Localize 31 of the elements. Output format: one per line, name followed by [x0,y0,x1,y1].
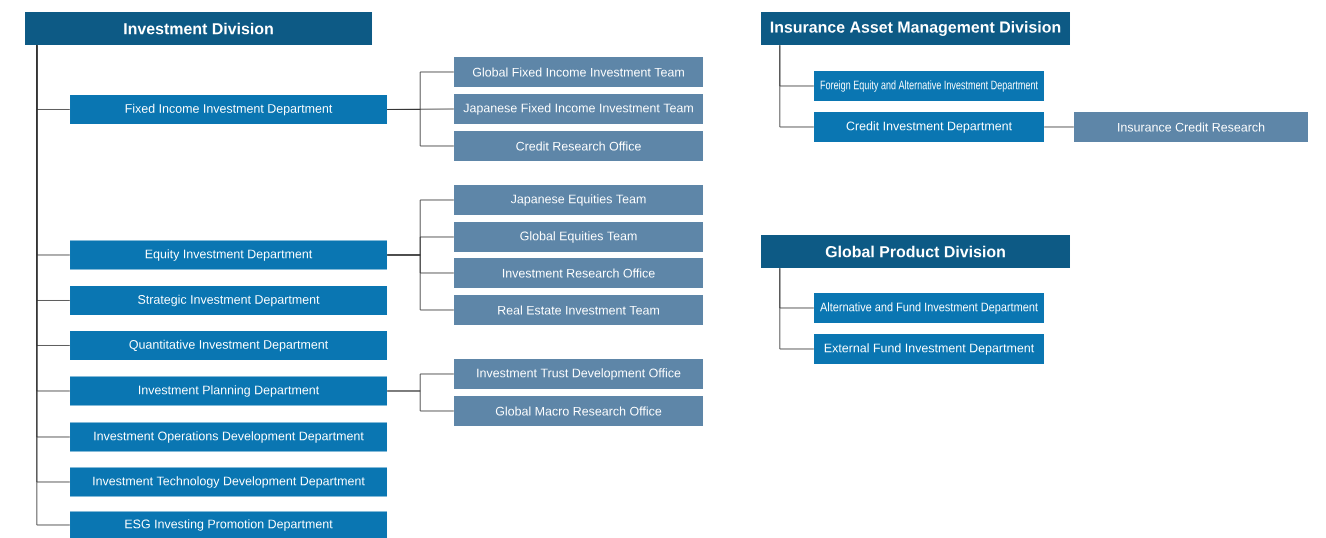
connector-line [1043,126,1075,128]
team-box: Global Macro Research Office [454,396,703,426]
team-box: Credit Research Office [454,131,703,161]
team-box: Real Estate Investment Team [454,295,703,325]
division-header: Investment Division [25,12,372,45]
department-box: Alternative and Fund Investment Department [814,293,1044,323]
department-box: Foreign Equity and Alternative Investment Department [814,71,1044,101]
division-header: Global Product Division [761,235,1070,268]
connector-line [779,267,815,350]
team-box: Japanese Fixed Income Investment Team [454,94,703,124]
connector-line [386,254,455,311]
department-box: Investment Planning Department [70,376,387,406]
team-box: Japanese Equities Team [454,185,703,215]
division-header: Insurance Asset Management Division [761,12,1070,45]
department-box: Equity Investment Department [70,240,387,270]
department-box: Strategic Investment Department [70,286,387,315]
connector-line [386,109,455,147]
department-box: Fixed Income Investment Department [70,95,387,124]
department-box: Quantitative Investment Department [70,331,387,360]
connector-line [779,44,815,128]
team-box: Investment Research Office [454,258,703,288]
department-box: Investment Technology Development Department [70,467,387,497]
department-box: Credit Investment Department [814,112,1044,142]
team-box: Global Fixed Income Investment Team [454,57,703,87]
department-box: External Fund Investment Department [814,334,1044,364]
team-box: Insurance Credit Research [1074,112,1308,142]
department-box: ESG Investing Promotion Department [70,511,387,538]
department-box: Investment Operations Development Department [70,422,387,452]
team-box: Investment Trust Development Office [454,359,703,389]
connector-line [386,390,455,412]
team-box: Global Equities Team [454,222,703,252]
